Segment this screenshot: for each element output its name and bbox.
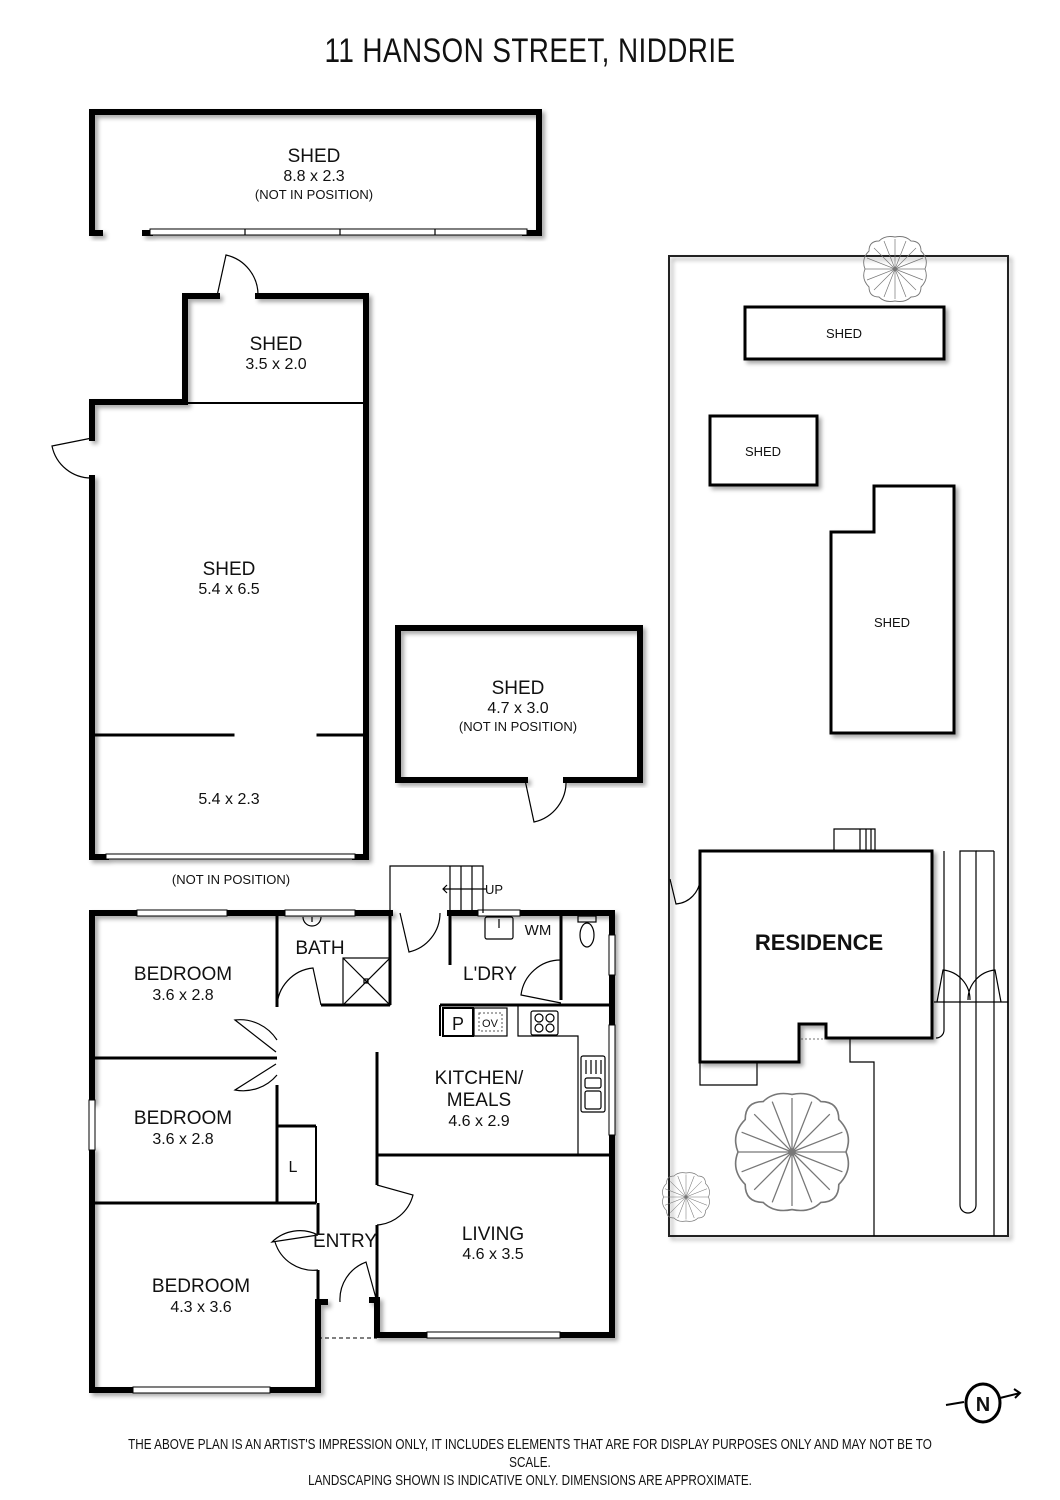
room-note: (NOT IN POSITION) (172, 872, 290, 887)
room-note: (NOT IN POSITION) (255, 187, 373, 202)
cooktop-icon (517, 1005, 579, 1155)
window (477, 909, 521, 917)
toilet-icon (577, 915, 597, 948)
residence-label: RESIDENCE (755, 930, 883, 955)
room-label: BEDROOM (134, 964, 232, 985)
site-shed-label: SHED (826, 326, 862, 341)
room-dims: 3.6 x 2.8 (152, 987, 213, 1004)
kitchen-sink-icon (580, 1055, 606, 1113)
disclaimer-line-1: THE ABOVE PLAN IS AN ARTIST'S IMPRESSION… (128, 1436, 932, 1471)
room-dims: 5.4 x 6.5 (198, 581, 259, 598)
room-dims: 4.7 x 3.0 (487, 700, 548, 717)
page-title: 11 HANSON STREET, NIDDRIE (324, 32, 736, 70)
room-label: LIVING (462, 1224, 524, 1245)
oven-label: OV (482, 1018, 499, 1030)
sink-icon (484, 916, 514, 940)
stairs-icon (389, 865, 486, 913)
window (284, 909, 356, 917)
room-label: BATH (295, 938, 344, 959)
room-note: (NOT IN POSITION) (459, 719, 577, 734)
site-sheds (708, 305, 956, 735)
room-dims: 8.8 x 2.3 (283, 168, 344, 185)
room-dims: 4.6 x 3.5 (462, 1246, 523, 1263)
site-shed-label: SHED (745, 444, 781, 459)
stairs-label: UP (485, 882, 503, 897)
room-label: SHED (288, 146, 341, 167)
door-icon (524, 779, 567, 823)
window (608, 934, 616, 976)
tree-icon (863, 236, 927, 302)
room-label: ENTRY (313, 1231, 377, 1252)
room-label: SHED (492, 678, 545, 699)
pantry (442, 1007, 474, 1037)
room-label: SHED (203, 559, 256, 580)
door-icon (233, 912, 562, 1303)
appliance-label: WM (525, 922, 552, 939)
room-dims: 5.4 x 2.3 (198, 791, 259, 808)
room-label: MEALS (447, 1090, 511, 1111)
tree-icon (734, 1092, 850, 1212)
room-label: L'DRY (463, 964, 517, 985)
door-icon (216, 254, 259, 297)
internal-walls (92, 913, 612, 1302)
door-icon (51, 437, 93, 479)
window (132, 1386, 271, 1394)
room-label: KITCHEN/ (435, 1068, 524, 1089)
shed-long (89, 109, 542, 236)
room-dims: 4.3 x 3.6 (170, 1299, 231, 1316)
room-label: SHED (250, 334, 303, 355)
driveway (934, 850, 1008, 1236)
basin-icon (302, 916, 322, 927)
compass-label: N (976, 1394, 990, 1416)
site-shed-label: SHED (874, 615, 910, 630)
pantry-label: P (452, 1014, 464, 1034)
north-compass-icon (945, 1382, 1022, 1424)
room-label: BEDROOM (152, 1276, 250, 1297)
room-label: L (289, 1159, 298, 1176)
window (136, 909, 228, 917)
window (88, 1099, 96, 1151)
residence (669, 828, 934, 1236)
room-dims: 3.6 x 2.8 (152, 1131, 213, 1148)
room-label: BEDROOM (134, 1108, 232, 1129)
window (426, 1331, 561, 1339)
disclaimer-line-2: LANDSCAPING SHOWN IS INDICATIVE ONLY. DI… (308, 1472, 752, 1489)
disclaimer: THE ABOVE PLAN IS AN ARTIST'S IMPRESSION… (117, 1436, 944, 1490)
oven-icon (473, 1007, 508, 1037)
room-dims: 3.5 x 2.0 (245, 356, 306, 373)
site-plan (668, 255, 1009, 1237)
shed-mid (395, 625, 643, 783)
window (608, 1024, 616, 1136)
room-dims: 4.6 x 2.9 (448, 1113, 509, 1130)
shower-icon (342, 957, 391, 1006)
